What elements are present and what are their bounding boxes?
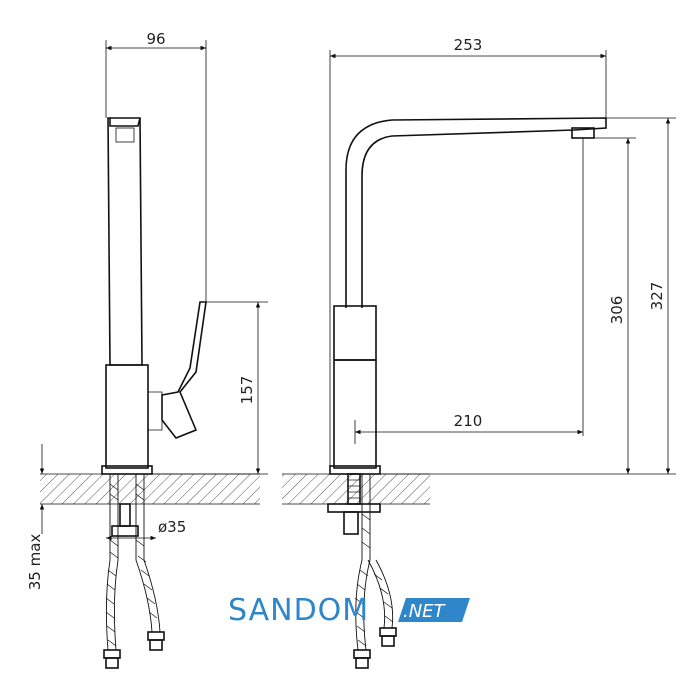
dimension-side-handle-height <box>152 301 268 475</box>
dimension-front-total-height <box>380 117 676 475</box>
watermark-net-badge <box>398 598 470 622</box>
dimension-front-spout-reach <box>354 138 584 444</box>
label-front-spout-reach: 210 <box>454 412 483 430</box>
watermark-brand: SANDOM <box>228 593 369 628</box>
label-hole-diameter: ø35 <box>158 518 186 536</box>
label-side-width: 96 <box>146 30 165 48</box>
countertop-left <box>40 473 260 505</box>
label-side-handle-height: 157 <box>238 376 256 405</box>
label-front-spout-height: 306 <box>608 296 626 325</box>
dimension-front-spout-height <box>594 137 636 474</box>
dimension-front-reach <box>329 50 607 466</box>
watermark-suffix: .NET <box>403 601 447 622</box>
label-max-deck-thickness: 35 max <box>26 534 44 591</box>
dimension-side-width <box>105 40 207 302</box>
side-view-faucet <box>101 117 207 669</box>
watermark-logo: SANDOM .NET <box>228 593 470 628</box>
countertop-right <box>282 473 430 505</box>
label-front-total-height: 327 <box>648 282 666 311</box>
front-view-faucet <box>327 117 607 669</box>
label-front-reach: 253 <box>454 36 483 54</box>
